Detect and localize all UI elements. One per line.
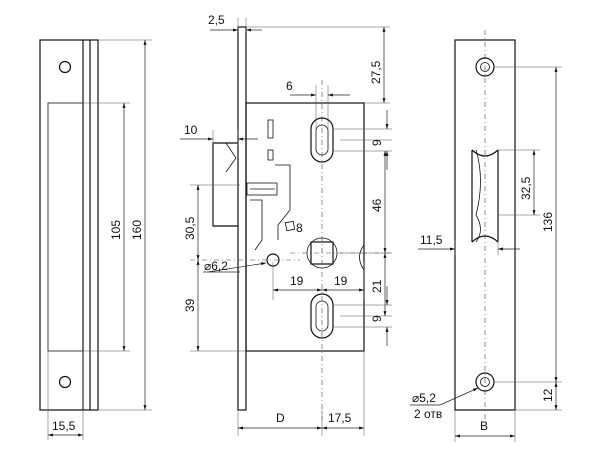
label-square-8: 8 — [296, 221, 303, 235]
latch-bolt — [212, 142, 238, 227]
strike-plate-outline — [39, 39, 99, 411]
faceplate-view — [410, 30, 562, 442]
label-27-5: 27,5 — [369, 60, 383, 84]
label-21: 21 — [370, 279, 384, 293]
label-105: 105 — [109, 220, 123, 240]
mounting-hole — [58, 375, 72, 389]
latch-window — [471, 149, 499, 243]
label-10: 10 — [184, 123, 198, 137]
latch-spring — [246, 182, 278, 196]
label-46: 46 — [370, 198, 384, 212]
dimension-labels: 2,5 27,5 6 10 9 46 30,5 8 ⌀6,2 19 19 21 … — [52, 13, 555, 433]
label-D: D — [276, 411, 285, 425]
label-17-5: 17,5 — [328, 411, 352, 425]
mounting-hole — [58, 60, 72, 74]
lock-body-view — [180, 18, 392, 436]
label-dowel-6-2: ⌀6,2 — [204, 259, 228, 273]
strike-plate-view — [39, 39, 152, 440]
label-32-5: 32,5 — [519, 176, 533, 200]
label-19-right: 19 — [334, 274, 348, 288]
label-19-left: 19 — [290, 274, 304, 288]
lower-mounting-slot — [310, 293, 334, 339]
label-hole-5-2: ⌀5,2 — [412, 391, 436, 405]
label-30-5: 30,5 — [183, 216, 197, 240]
label-6: 6 — [286, 79, 293, 93]
strike-plate-slot — [47, 102, 84, 352]
label-160: 160 — [130, 220, 144, 240]
label-12: 12 — [541, 388, 555, 402]
label-B: B — [480, 419, 488, 433]
label-136: 136 — [541, 212, 555, 232]
faceplate — [237, 26, 247, 411]
lock-case — [245, 102, 365, 352]
label-2-holes: 2 отв — [414, 407, 442, 421]
label-9-upper: 9 — [370, 139, 384, 146]
label-39: 39 — [183, 298, 197, 312]
label-9-lower: 9 — [370, 315, 384, 322]
label-15-5: 15,5 — [52, 419, 76, 433]
label-2-5: 2,5 — [208, 13, 225, 27]
label-11-5: 11,5 — [420, 233, 443, 247]
